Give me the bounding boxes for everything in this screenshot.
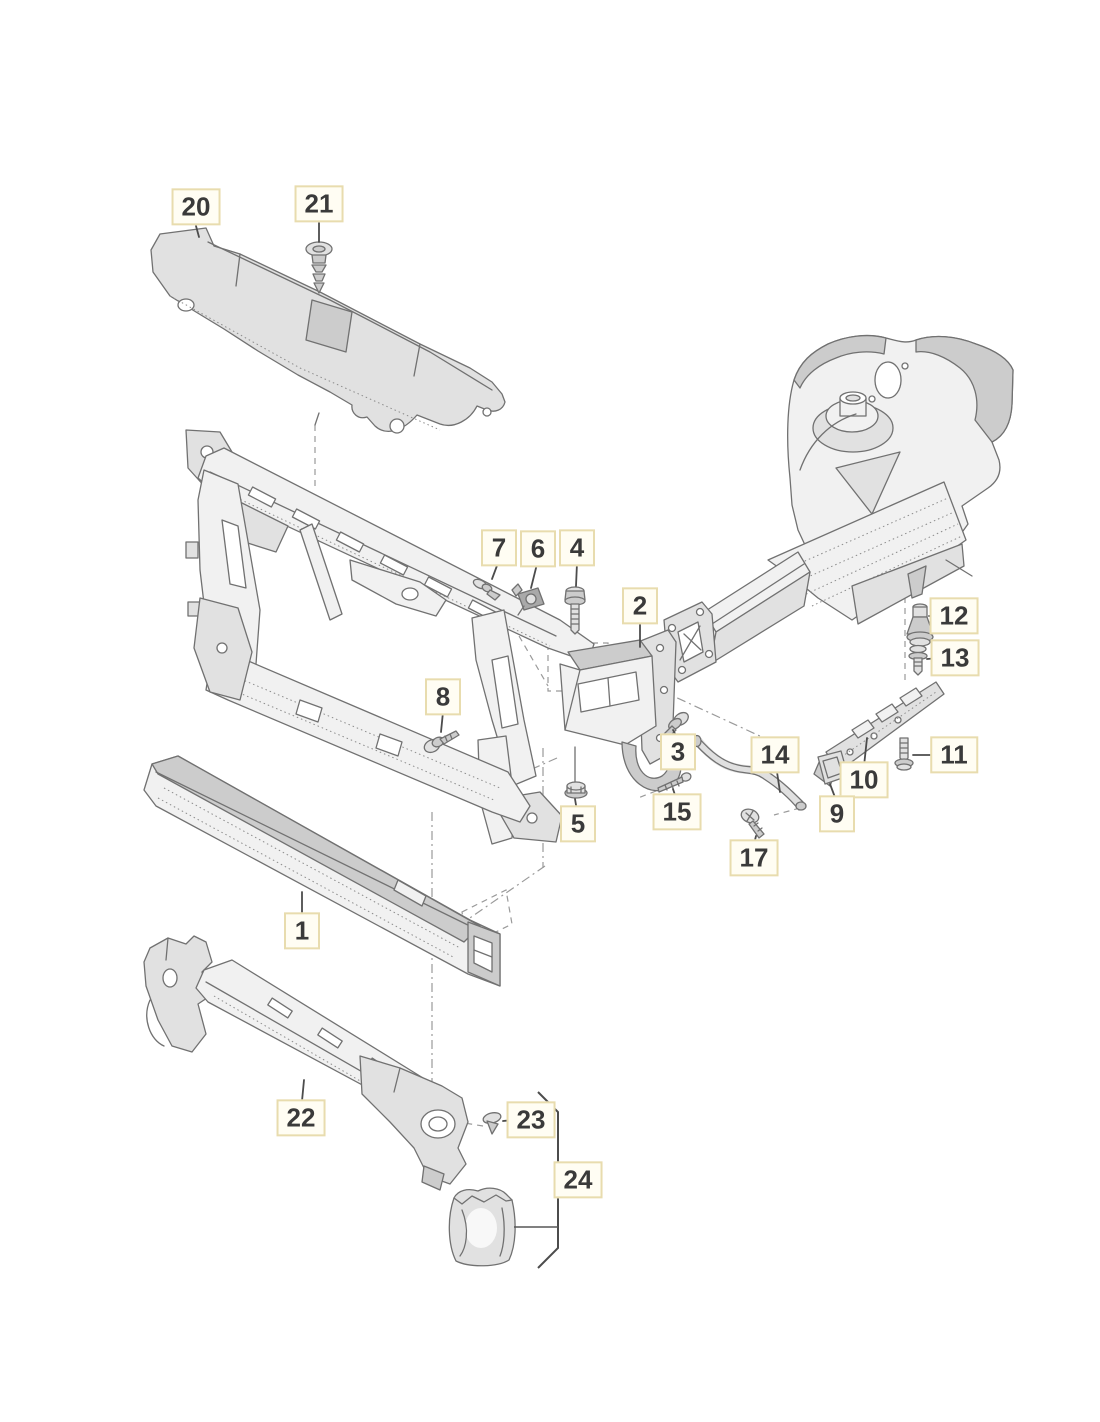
callout-label-2[interactable]: 2 — [622, 587, 658, 625]
callout-label-22[interactable]: 22 — [276, 1099, 326, 1137]
part-6-sensor — [511, 583, 545, 616]
callout-label-15[interactable]: 15 — [652, 793, 702, 831]
part-8-screw — [423, 730, 460, 754]
part-5-nut — [564, 781, 588, 799]
callout-label-13[interactable]: 13 — [930, 639, 980, 677]
callout-label-3[interactable]: 3 — [660, 733, 696, 771]
part-20-cover-panel — [150, 227, 506, 434]
callout-label-21[interactable]: 21 — [294, 185, 344, 223]
part-13-bolt — [908, 644, 928, 676]
callout-label-23[interactable]: 23 — [506, 1101, 556, 1139]
part-21-clip — [305, 241, 333, 294]
callout-label-14[interactable]: 14 — [750, 736, 800, 774]
part-24-hardware-bag — [448, 1187, 516, 1267]
part-11-bolt — [894, 737, 914, 771]
part-17-screw — [740, 808, 765, 839]
part-22-lower-support — [143, 935, 469, 1191]
callout-label-12[interactable]: 12 — [929, 597, 979, 635]
part-4-bolt — [564, 586, 586, 635]
callout-label-5[interactable]: 5 — [560, 805, 596, 843]
callout-label-6[interactable]: 6 — [520, 530, 556, 568]
part-7-push-pin — [472, 578, 501, 601]
part-frame-rail — [663, 551, 811, 683]
part-body-structure — [767, 334, 1014, 625]
callout-label-7[interactable]: 7 — [481, 529, 517, 567]
part-12-grommet — [906, 603, 934, 647]
callout-label-20[interactable]: 20 — [171, 188, 221, 226]
part-15-screw — [657, 772, 692, 793]
part-lock-carrier — [185, 429, 595, 845]
part-2-bracket — [559, 629, 682, 792]
callout-label-11[interactable]: 11 — [930, 736, 978, 774]
callout-label-8[interactable]: 8 — [425, 678, 461, 716]
part-1-bumper-reinforcement — [143, 755, 501, 987]
callout-label-4[interactable]: 4 — [559, 529, 595, 567]
callout-label-1[interactable]: 1 — [284, 912, 320, 950]
callout-label-24[interactable]: 24 — [553, 1161, 603, 1199]
callout-label-9[interactable]: 9 — [819, 795, 855, 833]
callout-label-10[interactable]: 10 — [839, 761, 889, 799]
part-23-rivet — [482, 1112, 502, 1135]
callout-label-17[interactable]: 17 — [729, 839, 779, 877]
